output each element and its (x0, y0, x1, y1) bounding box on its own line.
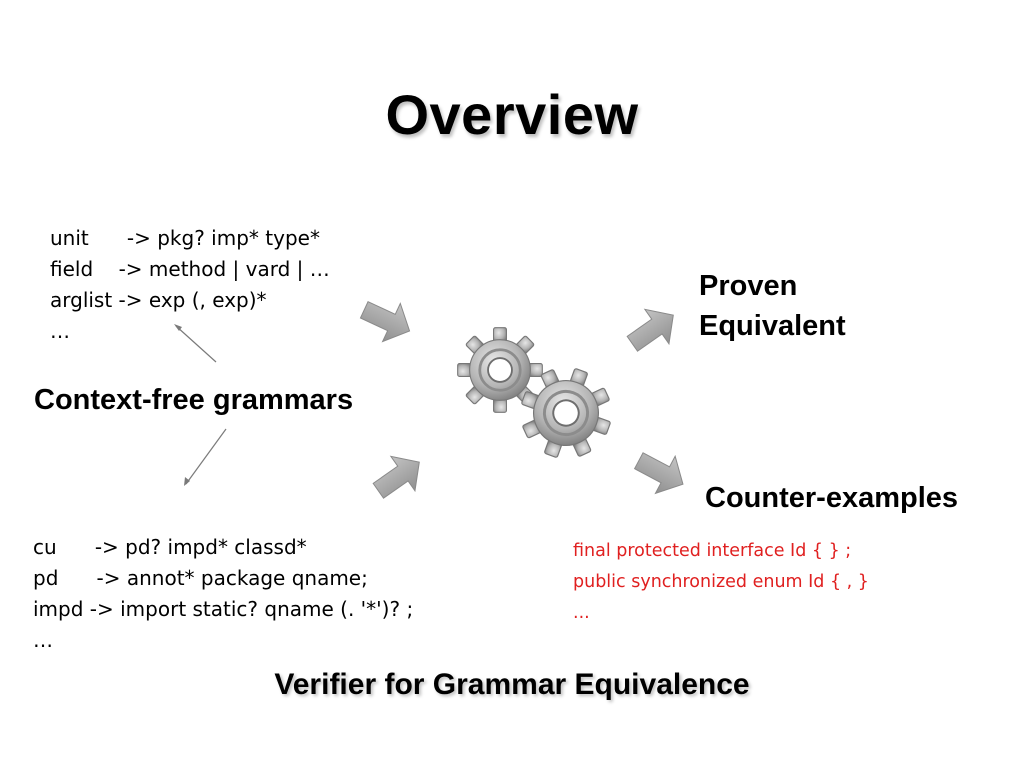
grammar-b: cu -> pd? impd* classd* pd -> annot* pac… (33, 532, 413, 656)
grammar-b-line: … (33, 628, 53, 652)
block-arrow-icon (628, 441, 694, 504)
proven-label-line: Equivalent (699, 310, 846, 342)
cfg-label: Context-free grammars (34, 384, 354, 416)
block-arrow-icon (354, 290, 419, 351)
grammar-b-line: pd -> annot* package qname; (33, 566, 368, 590)
footer-caption: Verifier for Grammar Equivalence (274, 668, 750, 701)
proven-equivalent-label: Proven Equivalent (699, 266, 846, 346)
counter-example-line: ... (573, 603, 590, 623)
gears-icon (456, 326, 626, 473)
grammar-a-line: arglist -> exp (, exp)* (50, 288, 267, 312)
counter-examples-label: Counter-examples (705, 482, 959, 514)
block-arrow-icon (619, 297, 686, 362)
grammar-a: unit -> pkg? imp* type* field -> method … (50, 223, 330, 347)
grammar-a-line: unit -> pkg? imp* type* (50, 226, 320, 250)
proven-label-line: Proven (699, 270, 798, 302)
grammar-a-line: … (50, 319, 70, 343)
grammar-a-line: field -> method | vard | … (50, 257, 330, 281)
counter-example-line: final protected interface Id { } ; (573, 541, 852, 561)
pointer-arrow-down (184, 428, 227, 486)
counter-examples-list: final protected interface Id { } ; publi… (573, 536, 869, 629)
block-arrow-icon (365, 444, 432, 509)
counter-example-line: public synchronized enum Id { , } (573, 572, 869, 592)
grammar-b-line: cu -> pd? impd* classd* (33, 535, 307, 559)
pointer-arrow-up (174, 324, 217, 363)
page-title: Overview (385, 83, 639, 146)
grammar-b-line: impd -> import static? qname (. '*')? ; (33, 597, 414, 621)
